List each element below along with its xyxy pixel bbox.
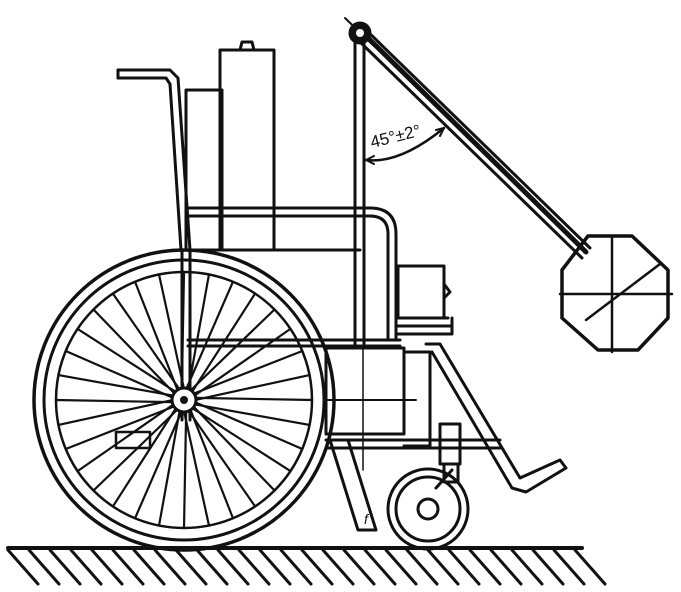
wheel-spoke	[182, 410, 188, 530]
wheel-spoke	[185, 280, 235, 390]
ground-hatch-line	[174, 548, 208, 586]
ground-hatch-line	[153, 548, 187, 586]
wheel-spoke	[194, 403, 311, 427]
wheel-spoke	[192, 349, 304, 395]
wheel-spoke	[191, 407, 292, 473]
ground-hatch-line	[258, 548, 292, 586]
ground-hatch-line	[447, 548, 481, 586]
wheel-spoke	[191, 292, 257, 393]
ground-hatch-line	[132, 548, 166, 586]
wheel-spoke	[133, 410, 183, 520]
wheel-spokes	[54, 270, 314, 530]
backrest-handle	[116, 68, 192, 252]
ground-hatch-line	[90, 548, 124, 586]
lower-frame: f	[324, 346, 502, 532]
wheel-spoke	[54, 398, 174, 404]
wheel-spoke	[187, 273, 211, 390]
wheel-spoke	[157, 410, 181, 527]
ground-hatch-line	[27, 548, 61, 586]
footrest	[424, 342, 568, 494]
ground-hatch-line	[69, 548, 103, 586]
wheel-spoke	[189, 308, 276, 392]
part-label: f	[364, 511, 370, 527]
seat-frame	[180, 206, 402, 422]
ground-hatch-line	[48, 548, 82, 586]
ground-hatching	[6, 548, 607, 586]
wheel-spoke	[192, 405, 276, 492]
wheel-spoke	[76, 403, 175, 473]
ground-hatch-line	[384, 548, 418, 586]
wheel-spoke	[183, 410, 211, 527]
ground-hatch-line	[489, 548, 523, 586]
wheel-spoke	[64, 405, 176, 451]
wheel-spoke	[193, 327, 292, 397]
wheel-spoke	[189, 408, 235, 520]
rear-wheel	[32, 248, 336, 552]
ground-hatch-line	[216, 548, 250, 586]
ground-hatch-line	[510, 548, 544, 586]
wheel-spoke	[76, 327, 177, 393]
wheel-spoke	[194, 401, 304, 451]
wheel-spoke	[111, 407, 177, 508]
ground-hatch-line	[405, 548, 439, 586]
wheel-spoke	[92, 308, 176, 395]
seat-load-block	[184, 40, 276, 252]
ground-hatch-line	[426, 548, 460, 586]
wheel-spoke	[194, 396, 314, 402]
wheel-spoke	[57, 399, 174, 427]
ground-hatch-line	[573, 548, 607, 586]
wheel-spoke	[133, 280, 179, 392]
ground-hatch-line	[531, 548, 565, 586]
ground-hatch-line	[279, 548, 313, 586]
wheel-spoke	[64, 349, 174, 399]
ground-hatch-line	[552, 548, 586, 586]
wheel-spoke	[57, 373, 174, 397]
wheel-spoke	[157, 273, 185, 390]
side-box	[396, 264, 454, 336]
wheel-spoke	[180, 270, 186, 390]
ground-hatch-line	[321, 548, 355, 586]
ground-hatch-line	[300, 548, 334, 586]
wheel-spoke	[111, 292, 181, 391]
ground-hatch-line	[363, 548, 397, 586]
wheel-spoke	[92, 408, 179, 492]
ground-hatch-line	[237, 548, 271, 586]
ground-hatch-line	[468, 548, 502, 586]
ground	[6, 546, 607, 586]
ground-hatch-line	[6, 548, 40, 586]
pendulum-assembly: 45°±2°	[344, 17, 674, 354]
ground-hatch-line	[195, 548, 229, 586]
ground-hatch-line	[111, 548, 145, 586]
caster-wheel	[386, 422, 470, 551]
wheel-spoke	[194, 373, 311, 401]
ground-hatch-line	[342, 548, 376, 586]
wheel-spoke	[187, 409, 257, 508]
